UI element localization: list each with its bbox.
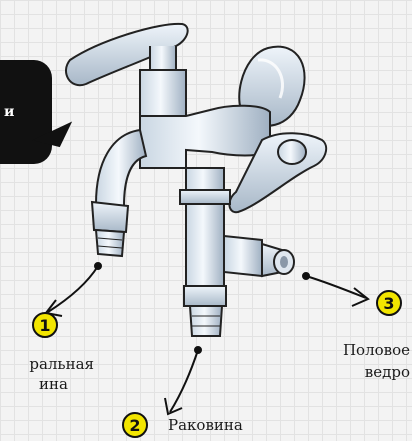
callout-badge-2: 2 bbox=[122, 412, 148, 438]
arrow-2 bbox=[165, 347, 201, 414]
side-outlet bbox=[224, 236, 262, 276]
callout-label-3-line2: ведро bbox=[365, 362, 410, 382]
callout-label-1-line1: ральная bbox=[29, 354, 94, 374]
left-spout bbox=[96, 130, 146, 206]
arrow-1 bbox=[46, 263, 101, 316]
callout-label-1-line2: ина bbox=[39, 374, 68, 394]
bottom-hose-tip bbox=[190, 306, 222, 336]
faucet-body bbox=[140, 106, 270, 168]
vertical-pipe bbox=[186, 168, 224, 290]
callout-label-2: Раковина bbox=[168, 415, 243, 435]
arrow-3 bbox=[303, 273, 368, 306]
top-bonnet bbox=[140, 70, 186, 116]
callout-badge-1: 1 bbox=[32, 312, 58, 338]
callout-label-3-line1: Половое bbox=[343, 340, 410, 360]
callout-badge-3: 3 bbox=[376, 290, 402, 316]
left-spout-tip bbox=[92, 202, 128, 232]
